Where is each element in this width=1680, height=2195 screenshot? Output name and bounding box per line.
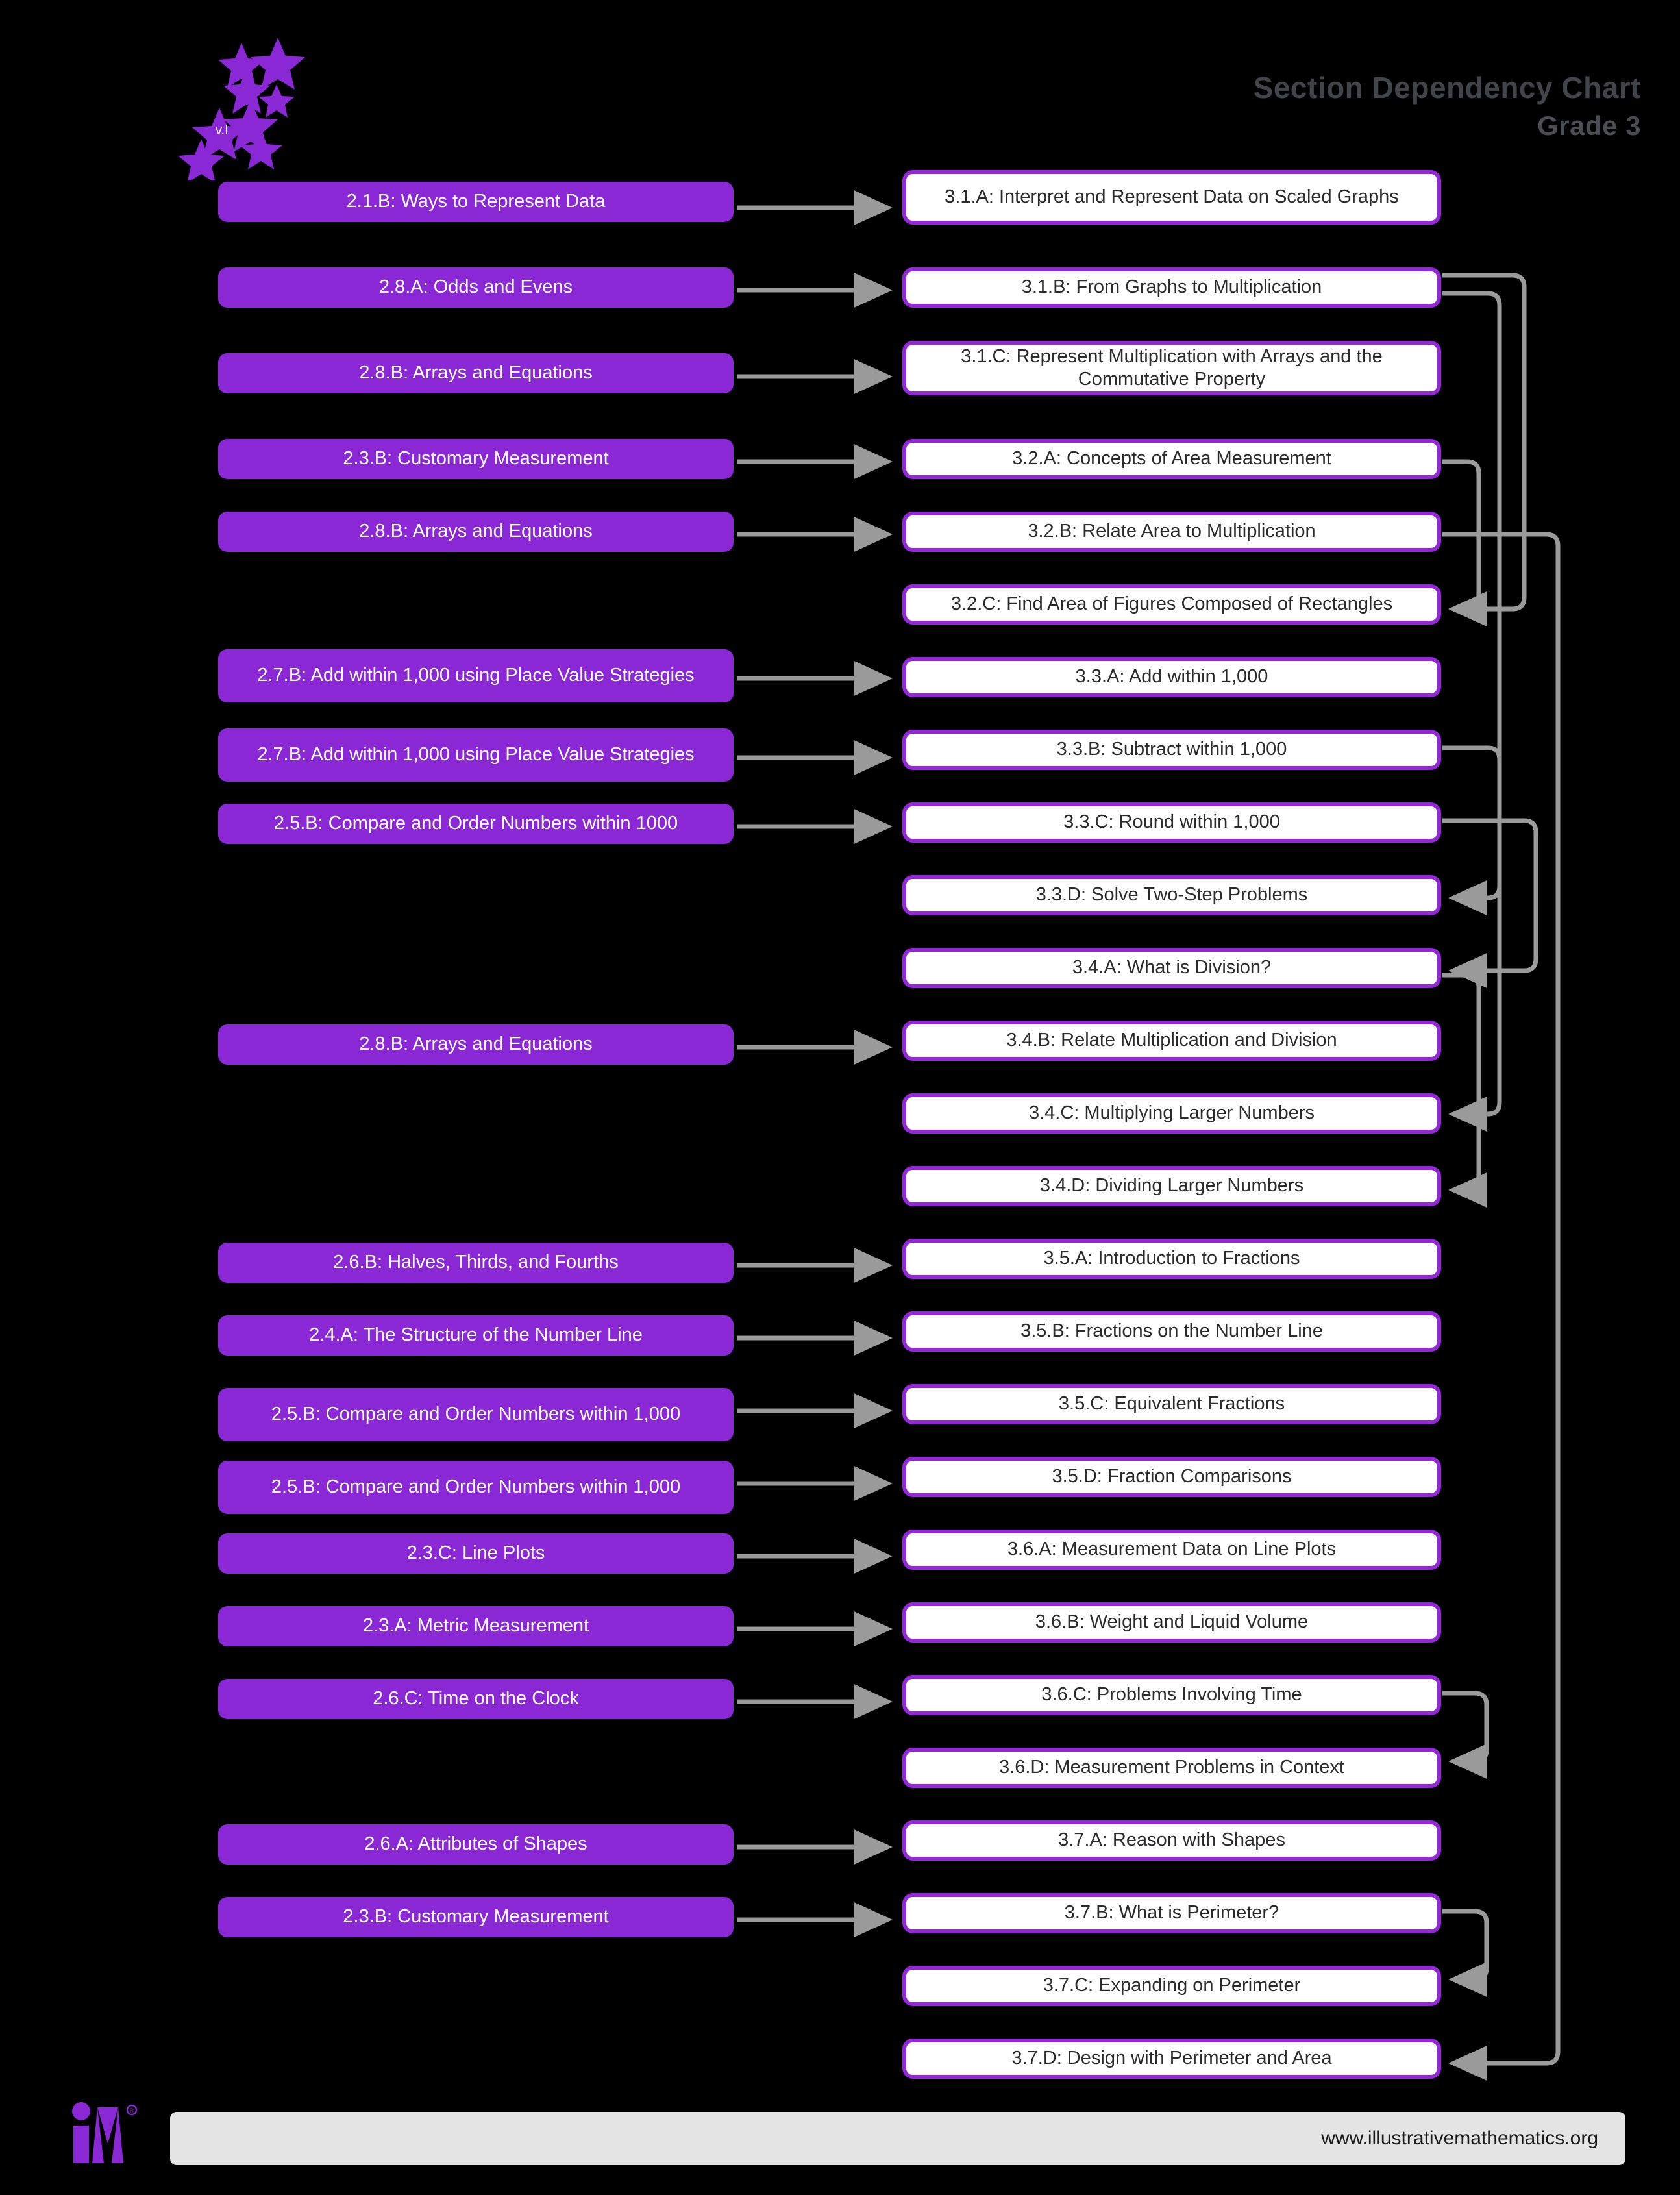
section-node[interactable]: 3.7.C: Expanding on Perimeter xyxy=(902,1966,1441,2006)
section-node[interactable]: 3.1.B: From Graphs to Multiplication xyxy=(902,267,1441,308)
section-node[interactable]: 3.2.C: Find Area of Figures Composed of … xyxy=(902,584,1441,625)
section-node[interactable]: 3.4.C: Multiplying Larger Numbers xyxy=(902,1093,1441,1134)
prerequisite-node[interactable]: 2.3.B: Customary Measurement xyxy=(218,439,734,479)
prerequisite-node[interactable]: 2.5.B: Compare and Order Numbers within … xyxy=(218,804,734,844)
prerequisite-node[interactable]: 2.5.B: Compare and Order Numbers within … xyxy=(218,1461,734,1514)
stars-decoration xyxy=(178,38,305,180)
section-node[interactable]: 3.3.D: Solve Two-Step Problems xyxy=(902,875,1441,915)
section-node[interactable]: 3.5.D: Fraction Comparisons xyxy=(902,1457,1441,1497)
section-node[interactable]: 3.6.B: Weight and Liquid Volume xyxy=(902,1602,1441,1643)
prerequisite-node[interactable]: 2.3.B: Customary Measurement xyxy=(218,1897,734,1937)
section-node[interactable]: 3.1.C: Represent Multiplication with Arr… xyxy=(902,341,1441,395)
section-node[interactable]: 3.3.B: Subtract within 1,000 xyxy=(902,730,1441,770)
prerequisite-node[interactable]: 2.6.C: Time on the Clock xyxy=(218,1679,734,1719)
section-node[interactable]: 3.5.B: Fractions on the Number Line xyxy=(902,1311,1441,1352)
section-node[interactable]: 3.2.A: Concepts of Area Measurement xyxy=(902,439,1441,479)
prerequisite-node[interactable]: 2.8.B: Arrays and Equations xyxy=(218,1024,734,1065)
section-node[interactable]: 3.4.B: Relate Multiplication and Divisio… xyxy=(902,1021,1441,1061)
prerequisite-node[interactable]: 2.7.B: Add within 1,000 using Place Valu… xyxy=(218,728,734,782)
section-node[interactable]: 3.5.C: Equivalent Fractions xyxy=(902,1384,1441,1424)
svg-text:R: R xyxy=(130,2107,134,2114)
section-node[interactable]: 3.1.A: Interpret and Represent Data on S… xyxy=(902,170,1441,225)
section-node[interactable]: 3.6.C: Problems Involving Time xyxy=(902,1675,1441,1715)
section-node[interactable]: 3.6.A: Measurement Data on Line Plots xyxy=(902,1530,1441,1570)
prerequisite-node[interactable]: 2.8.B: Arrays and Equations xyxy=(218,512,734,552)
prerequisite-node[interactable]: 2.1.B: Ways to Represent Data xyxy=(218,182,734,222)
footer-bar: www.illustrativemathematics.org xyxy=(170,2112,1625,2165)
prerequisite-node[interactable]: 2.3.C: Line Plots xyxy=(218,1533,734,1574)
prerequisite-node[interactable]: 2.4.A: The Structure of the Number Line xyxy=(218,1315,734,1356)
section-node[interactable]: 3.3.C: Round within 1,000 xyxy=(902,802,1441,843)
section-node[interactable]: 3.7.D: Design with Perimeter and Area xyxy=(902,2039,1441,2079)
section-node[interactable]: 3.4.D: Dividing Larger Numbers xyxy=(902,1166,1441,1206)
section-node[interactable]: 3.7.B: What is Perimeter? xyxy=(902,1893,1441,1933)
section-node[interactable]: 3.7.A: Reason with Shapes xyxy=(902,1820,1441,1861)
prerequisite-node[interactable]: 2.5.B: Compare and Order Numbers within … xyxy=(218,1388,734,1441)
section-node[interactable]: 3.6.D: Measurement Problems in Context xyxy=(902,1748,1441,1788)
prerequisite-node[interactable]: 2.7.B: Add within 1,000 using Place Valu… xyxy=(218,649,734,702)
im-logo: R xyxy=(72,2102,138,2163)
footer-url[interactable]: www.illustrativemathematics.org xyxy=(1321,2127,1598,2149)
section-node[interactable]: 3.5.A: Introduction to Fractions xyxy=(902,1239,1441,1279)
prerequisite-node[interactable]: 2.6.B: Halves, Thirds, and Fourths xyxy=(218,1243,734,1283)
section-node[interactable]: 3.4.A: What is Division? xyxy=(902,948,1441,988)
prerequisite-node[interactable]: 2.8.B: Arrays and Equations xyxy=(218,353,734,393)
section-node[interactable]: 3.3.A: Add within 1,000 xyxy=(902,657,1441,697)
section-node[interactable]: 3.2.B: Relate Area to Multiplication xyxy=(902,512,1441,552)
prerequisite-node[interactable]: 2.3.A: Metric Measurement xyxy=(218,1606,734,1646)
page-subtitle: Grade 3 xyxy=(1537,110,1641,141)
prerequisite-node[interactable]: 2.6.A: Attributes of Shapes xyxy=(218,1824,734,1865)
page-title: Section Dependency Chart xyxy=(1253,71,1641,105)
prerequisite-node[interactable]: 2.8.A: Odds and Evens xyxy=(218,267,734,308)
version-label: v.I xyxy=(216,123,229,138)
